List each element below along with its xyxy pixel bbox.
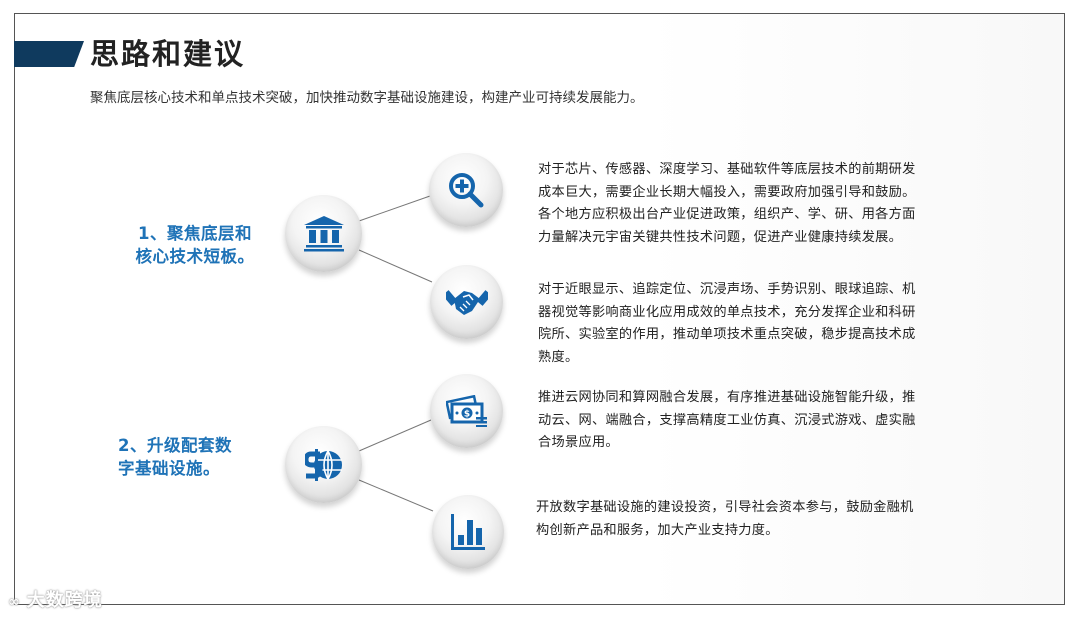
text-line: 动云、网、端融合，支撑高精度工业仿真、沉浸式游戏、虚实融 [538,412,916,428]
watermark-text: 大数跨境 [26,590,103,611]
text-line: 对于芯片、传感器、深度学习、基础软件等底层技术的前期研发 [538,162,916,177]
item-2-circle [430,265,503,339]
title-accent-bar-slant [14,41,84,67]
item-1-circle [429,153,503,227]
item-3-circle: $ [430,374,503,448]
group-2-label-line2: 字基础设施。 [118,459,220,478]
text-line: 器视觉等影响商业化应用成效的单点技术，充分发挥企业和科研 [538,304,916,320]
group-2-hub-circle [285,426,362,503]
item-3-description: 推进云网协同和算网融合发展，有序推进基础设施智能升级，推 动云、网、端融合，支撑… [538,387,978,455]
text-line: 推进云网协同和算网融合发展，有序推进基础设施智能升级，推 [538,390,916,405]
text-line: 合场景应用。 [538,435,619,450]
watermark-logo-icon: ∞ [8,594,21,610]
text-line: 成本巨大，需要企业长期大幅投入，需要政府加强引导和鼓励。 [538,184,916,200]
group-1-label-line2: 核心技术短板。 [135,247,255,266]
money-bills-icon: $ [445,395,487,427]
svg-text:$: $ [463,410,469,420]
text-line: 院所、实验室的作用，推动单项技术重点突破，稳步提高技术成 [538,327,916,342]
group-2-label-line1: 2、升级配套数 [118,436,232,455]
text-line: 开放数字基础设施的建设投资，引导社会资本参与，鼓励金融机 [536,500,914,515]
slide-title: 思路和建议 [90,37,246,71]
group-1-label-line1: 1、聚焦底层和 [138,224,252,243]
bank-icon [303,215,344,251]
item-1-description: 对于芯片、传感器、深度学习、基础软件等底层技术的前期研发 成本巨大，需要企业长期… [538,159,978,249]
bar-chart-icon [451,514,485,550]
group-1-label: 1、聚焦底层和 核心技术短板。 [110,222,280,268]
text-line: 力量解决元宇宙关键共性技术问题，促进产业健康持续发展。 [538,229,903,245]
slide-subtitle: 聚焦底层核心技术和单点技术突破，加快推动数字基础设施建设，构建产业可持续发展能力… [90,90,644,106]
text-line: 熟度。 [538,349,579,365]
item-2-description: 对于近眼显示、追踪定位、沉浸声场、手势识别、眼球追踪、机 器视觉等影响商业化应用… [538,279,978,369]
group-1-hub-circle [285,195,362,272]
watermark: ∞ 大数跨境 [8,586,103,612]
text-line: 构创新产品和服务，加大产业支持力度。 [536,522,779,538]
text-line: 对于近眼显示、追踪定位、沉浸声场、手势识别、眼球追踪、机 [538,282,916,297]
handshake-icon [445,290,488,315]
text-line: 各个地方应积极出台产业促进政策，组织产、学、研、用各方面 [538,207,916,222]
magnifier-plus-icon [449,173,484,208]
item-4-circle [432,495,504,569]
group-2-label: 2、升级配套数 字基础设施。 [118,434,288,480]
slide-frame [14,13,1065,605]
item-4-description: 开放数字基础设施的建设投资，引导社会资本参与，鼓励金融机 构创新产品和服务，加大… [536,497,976,542]
dollar-globe-icon [304,448,342,481]
